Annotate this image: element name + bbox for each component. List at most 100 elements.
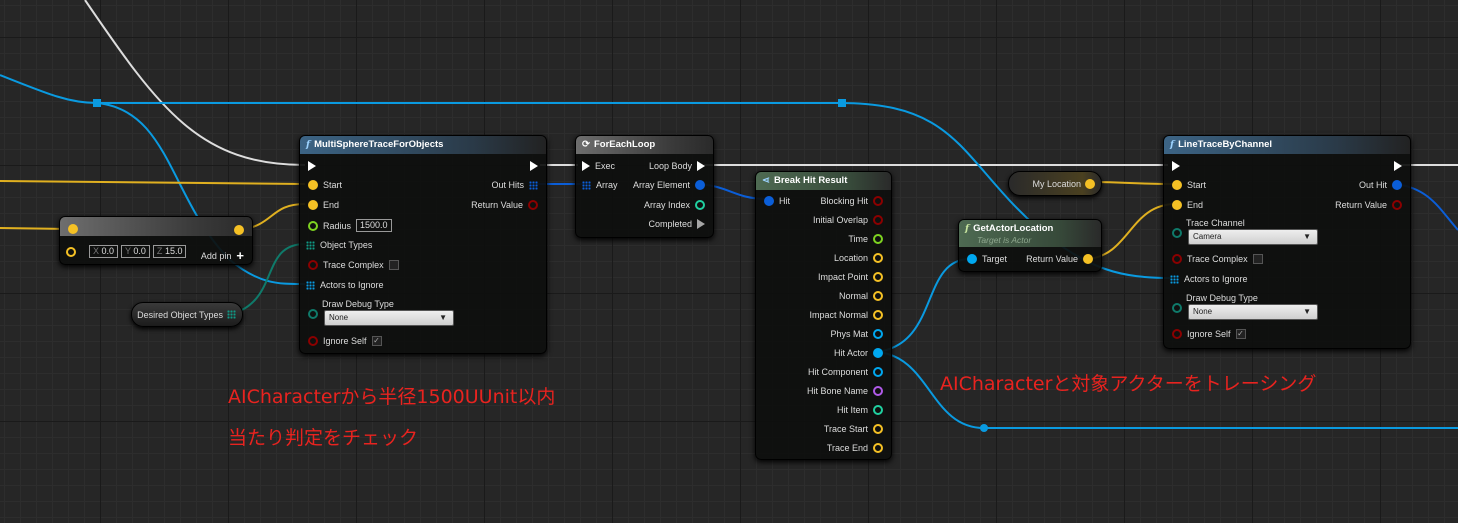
x-field[interactable]: X 0.0 [89, 245, 119, 258]
start-pin[interactable] [308, 180, 318, 190]
object-wire [875, 351, 1458, 429]
impact-point-pin[interactable] [873, 272, 883, 282]
draw-debug-pin[interactable] [1172, 303, 1182, 313]
output-label: Impact Point [817, 272, 868, 282]
return-value-pin[interactable] [1083, 254, 1093, 264]
x-value: 0.0 [101, 246, 115, 256]
array-index-pin[interactable] [695, 200, 705, 210]
exec-out-pin[interactable] [530, 161, 538, 171]
trace-complex-checkbox[interactable] [1252, 254, 1263, 264]
exec-wire [84, 0, 306, 166]
location-pin[interactable] [873, 253, 883, 263]
ignore-self-pin[interactable] [308, 336, 318, 346]
trace-start-pin[interactable] [873, 424, 883, 434]
blocking-hit-pin[interactable] [873, 196, 883, 206]
ignore-self-pin[interactable] [1172, 329, 1182, 339]
ignore-self-checkbox[interactable]: ✓ [371, 336, 382, 346]
ignore-self-checkbox[interactable]: ✓ [1235, 329, 1246, 339]
add-pin-button[interactable]: Add pin+ [201, 248, 244, 263]
radius-pin[interactable] [308, 220, 318, 231]
desired-object-types-node[interactable]: Desired Object Types [131, 302, 243, 327]
end-pin[interactable] [1172, 200, 1182, 210]
return-value-pin[interactable] [1392, 200, 1402, 210]
object-types-pin[interactable] [306, 240, 315, 250]
return-value-pin[interactable] [528, 200, 538, 210]
vector-input-pin[interactable] [68, 224, 78, 234]
output-label: Initial Overlap [812, 215, 868, 225]
make-vector-node[interactable]: X 0.0 Y 0.0 Z 15.0 Add pin+ [59, 216, 253, 265]
array-pin[interactable] [227, 310, 236, 319]
initial-overlap-pin[interactable] [873, 215, 883, 225]
y-field[interactable]: Y 0.0 [121, 245, 150, 258]
hit-actor-pin[interactable] [873, 348, 883, 358]
trace-end-pin[interactable] [873, 443, 883, 453]
variable-label: My Location [1032, 178, 1081, 189]
target-pin[interactable] [967, 254, 977, 264]
loop-body-pin[interactable] [697, 161, 705, 171]
completed-label: Completed [648, 219, 692, 229]
exec-in-pin[interactable] [308, 161, 316, 171]
hit-pin[interactable] [764, 196, 774, 206]
start-pin[interactable] [1172, 180, 1182, 190]
loop-body-label: Loop Body [648, 161, 692, 171]
hit-bone-name-pin[interactable] [873, 386, 883, 396]
out-hit-pin[interactable] [1392, 180, 1402, 190]
y-value: 0.0 [133, 246, 146, 256]
node-title: ForEachLoop [593, 139, 656, 150]
node-title: Break Hit Result [773, 175, 848, 186]
time-pin[interactable] [873, 234, 883, 244]
array-element-pin[interactable] [695, 180, 705, 190]
draw-debug-dropdown[interactable]: None▼ [324, 310, 454, 326]
radius-input[interactable]: 1500.0 [356, 219, 392, 232]
draw-debug-pin[interactable] [308, 309, 318, 319]
output-label: Phys Mat [830, 329, 868, 339]
function-icon: f [965, 223, 970, 234]
actors-to-ignore-pin[interactable] [1170, 274, 1179, 284]
actors-to-ignore-label: Actors to Ignore [1184, 274, 1248, 284]
node-title: GetActorLocation [973, 223, 1054, 234]
end-label: End [323, 200, 340, 210]
hit-item-pin[interactable] [873, 405, 883, 415]
out-hits-pin[interactable] [529, 180, 538, 190]
dropdown-arrow-icon: ▼ [1303, 307, 1311, 316]
dropdown-arrow-icon: ▼ [439, 313, 447, 322]
break-hit-result-node[interactable]: ⋖Break Hit Result Hit Blocking Hit Initi… [755, 171, 892, 460]
impact-normal-pin[interactable] [873, 310, 883, 320]
output-label: Impact Normal [809, 310, 868, 320]
output-label: Time [848, 234, 868, 244]
my-location-node[interactable]: My Location [1008, 171, 1102, 196]
z-field[interactable]: Z 15.0 [152, 245, 187, 258]
array-pin[interactable] [582, 180, 591, 190]
hit-component-pin[interactable] [873, 367, 883, 377]
reroute-node [838, 99, 846, 107]
exec-in-pin[interactable] [582, 161, 590, 171]
output-label: Trace Start [823, 424, 868, 434]
end-pin[interactable] [308, 200, 318, 210]
for-each-loop-node[interactable]: ⟳ForEachLoop Exec Array Loop Body Array … [575, 135, 714, 238]
dropdown-value: Camera [1193, 232, 1222, 241]
normal-pin[interactable] [873, 291, 883, 301]
draw-debug-label: Draw Debug Type [322, 299, 394, 309]
phys-mat-pin[interactable] [873, 329, 883, 339]
plus-icon: + [236, 248, 244, 263]
vector-output-pin[interactable] [234, 225, 244, 235]
actors-to-ignore-pin[interactable] [306, 280, 315, 290]
trace-complex-pin[interactable] [1172, 254, 1182, 264]
trace-channel-dropdown[interactable]: Camera▼ [1188, 229, 1318, 245]
draw-debug-dropdown[interactable]: None▼ [1188, 304, 1318, 320]
completed-pin[interactable] [697, 219, 705, 229]
vector-pin[interactable] [1085, 178, 1095, 189]
exec-in-pin[interactable] [1172, 161, 1180, 171]
trace-complex-pin[interactable] [308, 260, 318, 270]
exec-out-pin[interactable] [1394, 161, 1402, 171]
z-label: Z [156, 246, 163, 256]
vector-pin[interactable] [66, 246, 76, 257]
trace-complex-checkbox[interactable] [388, 260, 399, 270]
trace-channel-pin[interactable] [1172, 228, 1182, 238]
x-label: X [93, 246, 100, 256]
array-element-label: Array Element [632, 180, 690, 190]
